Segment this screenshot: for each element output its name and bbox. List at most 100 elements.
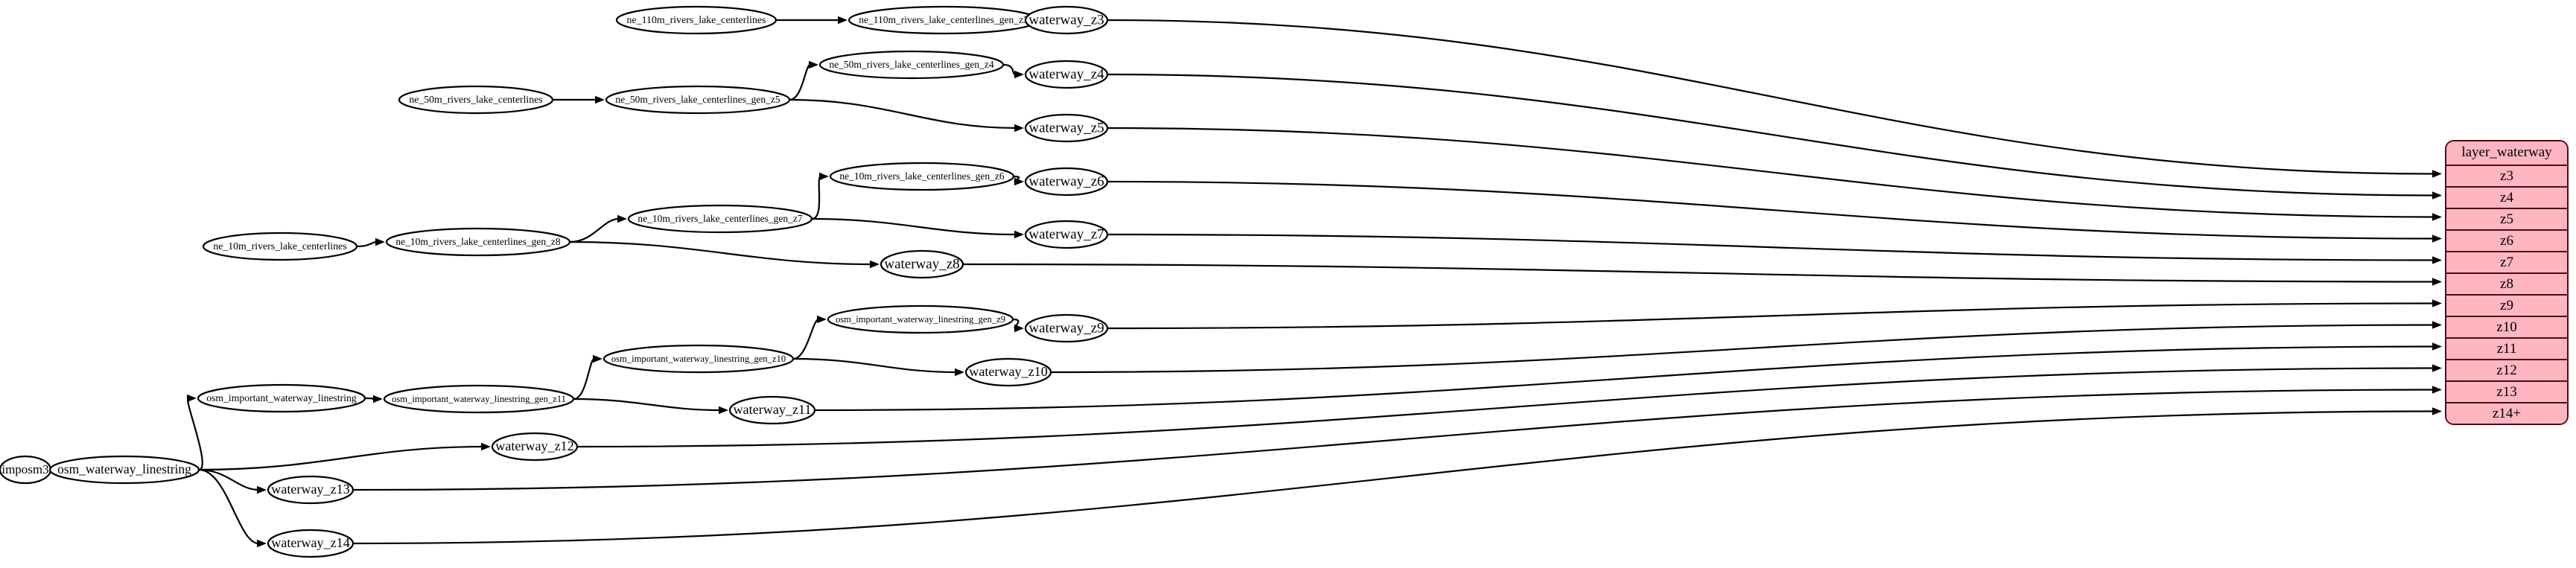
node-shape xyxy=(627,204,813,234)
edge-arrowhead xyxy=(257,485,267,494)
node-label-waterway_z12: waterway_z12 xyxy=(495,438,574,453)
node-label-waterway_z7: waterway_z7 xyxy=(1028,226,1104,242)
record-row-z9[interactable]: z9 xyxy=(2446,294,2567,316)
node-shape xyxy=(602,344,795,374)
graph-node-waterway_z3[interactable]: waterway_z3 xyxy=(1024,5,1109,35)
graph-node-waterway_z9[interactable]: waterway_z9 xyxy=(1024,313,1109,343)
edge-arrowhead xyxy=(2432,234,2442,243)
record-row-z4[interactable]: z4 xyxy=(2446,186,2567,208)
record-row-z3[interactable]: z3 xyxy=(2446,165,2567,186)
edge-arrowhead xyxy=(1014,230,1024,239)
edge-arrowhead xyxy=(2432,191,2442,200)
graph-node-waterway_z6[interactable]: waterway_z6 xyxy=(1024,167,1109,197)
graph-node-waterway_z7[interactable]: waterway_z7 xyxy=(1024,220,1109,249)
graph-node-osm_important_waterway_linestring[interactable]: osm_important_waterway_linestring xyxy=(197,383,366,413)
record-title: layer_waterway xyxy=(2446,141,2567,165)
edge-arrowhead xyxy=(595,95,605,104)
graph-node-waterway_z8[interactable]: waterway_z8 xyxy=(880,249,964,279)
edge-waterway_z8-to-layer_waterway-z8 xyxy=(962,263,2435,283)
graph-node-ne_10m_rivers_lake_centerlines_gen_z7[interactable]: ne_10m_rivers_lake_centerlines_gen_z7 xyxy=(627,204,813,234)
graph-node-osm_important_waterway_linestring_gen_z10[interactable]: osm_important_waterway_linestring_gen_z1… xyxy=(602,344,795,374)
graph-node-ne_110m_rivers_lake_centerlines[interactable]: ne_110m_rivers_lake_centerlines xyxy=(615,5,777,35)
edge-osm_important_waterway_linestring_gen_z10-to-osm_important_waterway_linestring_gen_z9 xyxy=(792,318,819,360)
node-label-waterway_z6: waterway_z6 xyxy=(1028,173,1104,189)
edge-arrowhead xyxy=(870,260,880,269)
edge-waterway_z13-to-layer_waterway-z13 xyxy=(352,389,2435,491)
record-row-z12[interactable]: z12 xyxy=(2446,359,2567,380)
edge-osm_waterway_linestring-to-osm_important_waterway_linestring xyxy=(187,397,203,471)
edge-waterway_z14-to-layer_waterway-z14+ xyxy=(352,410,2435,545)
edge-arrowhead xyxy=(1014,177,1024,186)
node-shape xyxy=(48,455,200,485)
node-label-osm_important_waterway_linestring_gen_z11: osm_important_waterway_linestring_gen_z1… xyxy=(392,394,566,404)
node-label-ne_10m_rivers_lake_centerlines_gen_z7: ne_10m_rivers_lake_centerlines_gen_z7 xyxy=(637,213,802,224)
node-shape xyxy=(605,85,791,115)
record-row-z14+[interactable]: z14+ xyxy=(2446,402,2567,424)
node-shape xyxy=(1024,113,1109,143)
graph-node-ne_10m_rivers_lake_centerlines[interactable]: ne_10m_rivers_lake_centerlines xyxy=(202,232,358,261)
edge-waterway_z4-to-layer_waterway-z4 xyxy=(1107,73,2435,197)
graph-node-waterway_z5[interactable]: waterway_z5 xyxy=(1024,113,1109,143)
record-row-z7[interactable]: z7 xyxy=(2446,251,2567,272)
node-shape xyxy=(964,357,1052,387)
graph-node-osm_waterway_linestring[interactable]: osm_waterway_linestring xyxy=(48,455,200,485)
node-label-ne_10m_rivers_lake_centerlines_gen_z8: ne_10m_rivers_lake_centerlines_gen_z8 xyxy=(395,236,560,247)
graph-node-ne_50m_rivers_lake_centerlines_gen_z4[interactable]: ne_50m_rivers_lake_centerlines_gen_z4 xyxy=(818,50,1005,80)
graph-node-ne_10m_rivers_lake_centerlines_gen_z8[interactable]: ne_10m_rivers_lake_centerlines_gen_z8 xyxy=(385,227,571,257)
graph-node-osm_important_waterway_linestring_gen_z11[interactable]: osm_important_waterway_linestring_gen_z1… xyxy=(383,384,575,414)
graph-node-osm_important_waterway_linestring_gen_z9[interactable]: osm_important_waterway_linestring_gen_z9 xyxy=(827,304,1014,334)
node-shape xyxy=(1024,5,1109,35)
edge-ne_50m_rivers_lake_centerlines_gen_z5-to-ne_50m_rivers_lake_centerlines_gen_z4 xyxy=(789,63,811,101)
graph-node-waterway_z14[interactable]: waterway_z14 xyxy=(267,529,354,558)
edge-waterway_z10-to-layer_waterway-z10 xyxy=(1050,324,2435,374)
graph-node-waterway_z12[interactable]: waterway_z12 xyxy=(491,432,579,462)
graph-node-waterway_z13[interactable]: waterway_z13 xyxy=(267,475,354,505)
record-row-z10[interactable]: z10 xyxy=(2446,316,2567,337)
graph-node-ne_110m_rivers_lake_centerlines_gen_z3[interactable]: ne_110m_rivers_lake_centerlines_gen_z3 xyxy=(847,5,1040,35)
record-row-z8[interactable]: z8 xyxy=(2446,272,2567,294)
edge-waterway_z12-to-layer_waterway-z12 xyxy=(576,367,2435,448)
graph-node-waterway_z11[interactable]: waterway_z11 xyxy=(728,395,816,425)
edge-arrowhead xyxy=(373,395,383,403)
graph-node-ne_50m_rivers_lake_centerlines[interactable]: ne_50m_rivers_lake_centerlines xyxy=(398,85,554,115)
edge-ne_10m_rivers_lake_centerlines_gen_z7-to-ne_10m_rivers_lake_centerlines_gen_z6 xyxy=(811,175,822,220)
node-shape xyxy=(1024,167,1109,197)
edge-arrowhead xyxy=(2432,342,2442,351)
node-label-waterway_z11: waterway_z11 xyxy=(734,402,812,417)
node-label-ne_50m_rivers_lake_centerlines_gen_z5: ne_50m_rivers_lake_centerlines_gen_z5 xyxy=(615,94,780,105)
record-row-z5[interactable]: z5 xyxy=(2446,208,2567,229)
node-label-waterway_z13: waterway_z13 xyxy=(271,482,350,497)
edge-ne_50m_rivers_lake_centerlines_gen_z5-to-waterway_z5 xyxy=(789,98,1017,130)
node-shape xyxy=(267,475,354,505)
node-label-waterway_z10: waterway_z10 xyxy=(969,364,1048,379)
edge-arrowhead xyxy=(593,354,602,363)
edge-ne_50m_rivers_lake_centerlines_gen_z4-to-waterway_z4 xyxy=(1002,63,1017,76)
record-row-z11[interactable]: z11 xyxy=(2446,337,2567,359)
record-row-z13[interactable]: z13 xyxy=(2446,380,2567,402)
edge-arrowhead xyxy=(719,406,728,415)
node-shape xyxy=(818,50,1005,80)
graph-node-waterway_z4[interactable]: waterway_z4 xyxy=(1024,60,1109,89)
node-shape xyxy=(383,384,575,414)
node-label-ne_10m_rivers_lake_centerlines: ne_10m_rivers_lake_centerlines xyxy=(213,240,346,252)
edge-arrowhead xyxy=(257,539,267,548)
node-shape xyxy=(827,304,1014,334)
graph-node-imposm3[interactable]: imposm3 xyxy=(0,455,52,485)
edge-arrowhead xyxy=(2432,364,2442,372)
record-row-z6[interactable]: z6 xyxy=(2446,229,2567,251)
node-label-waterway_z4: waterway_z4 xyxy=(1028,66,1104,82)
graph-node-waterway_z10[interactable]: waterway_z10 xyxy=(964,357,1052,387)
edge-arrowhead xyxy=(2432,407,2442,415)
edge-ne_10m_rivers_lake_centerlines_gen_z8-to-ne_10m_rivers_lake_centerlines_gen_z7 xyxy=(569,217,620,243)
node-shape xyxy=(202,232,358,261)
edge-arrowhead xyxy=(819,172,829,181)
edge-arrowhead xyxy=(2432,256,2442,264)
edge-arrowhead xyxy=(375,237,385,246)
node-label-ne_10m_rivers_lake_centerlines_gen_z6: ne_10m_rivers_lake_centerlines_gen_z6 xyxy=(839,170,1004,182)
graph-node-ne_50m_rivers_lake_centerlines_gen_z5[interactable]: ne_50m_rivers_lake_centerlines_gen_z5 xyxy=(605,85,791,115)
graph-node-ne_10m_rivers_lake_centerlines_gen_z6[interactable]: ne_10m_rivers_lake_centerlines_gen_z6 xyxy=(829,162,1015,191)
edge-osm_important_waterway_linestring_gen_z10-to-waterway_z10 xyxy=(792,357,957,374)
